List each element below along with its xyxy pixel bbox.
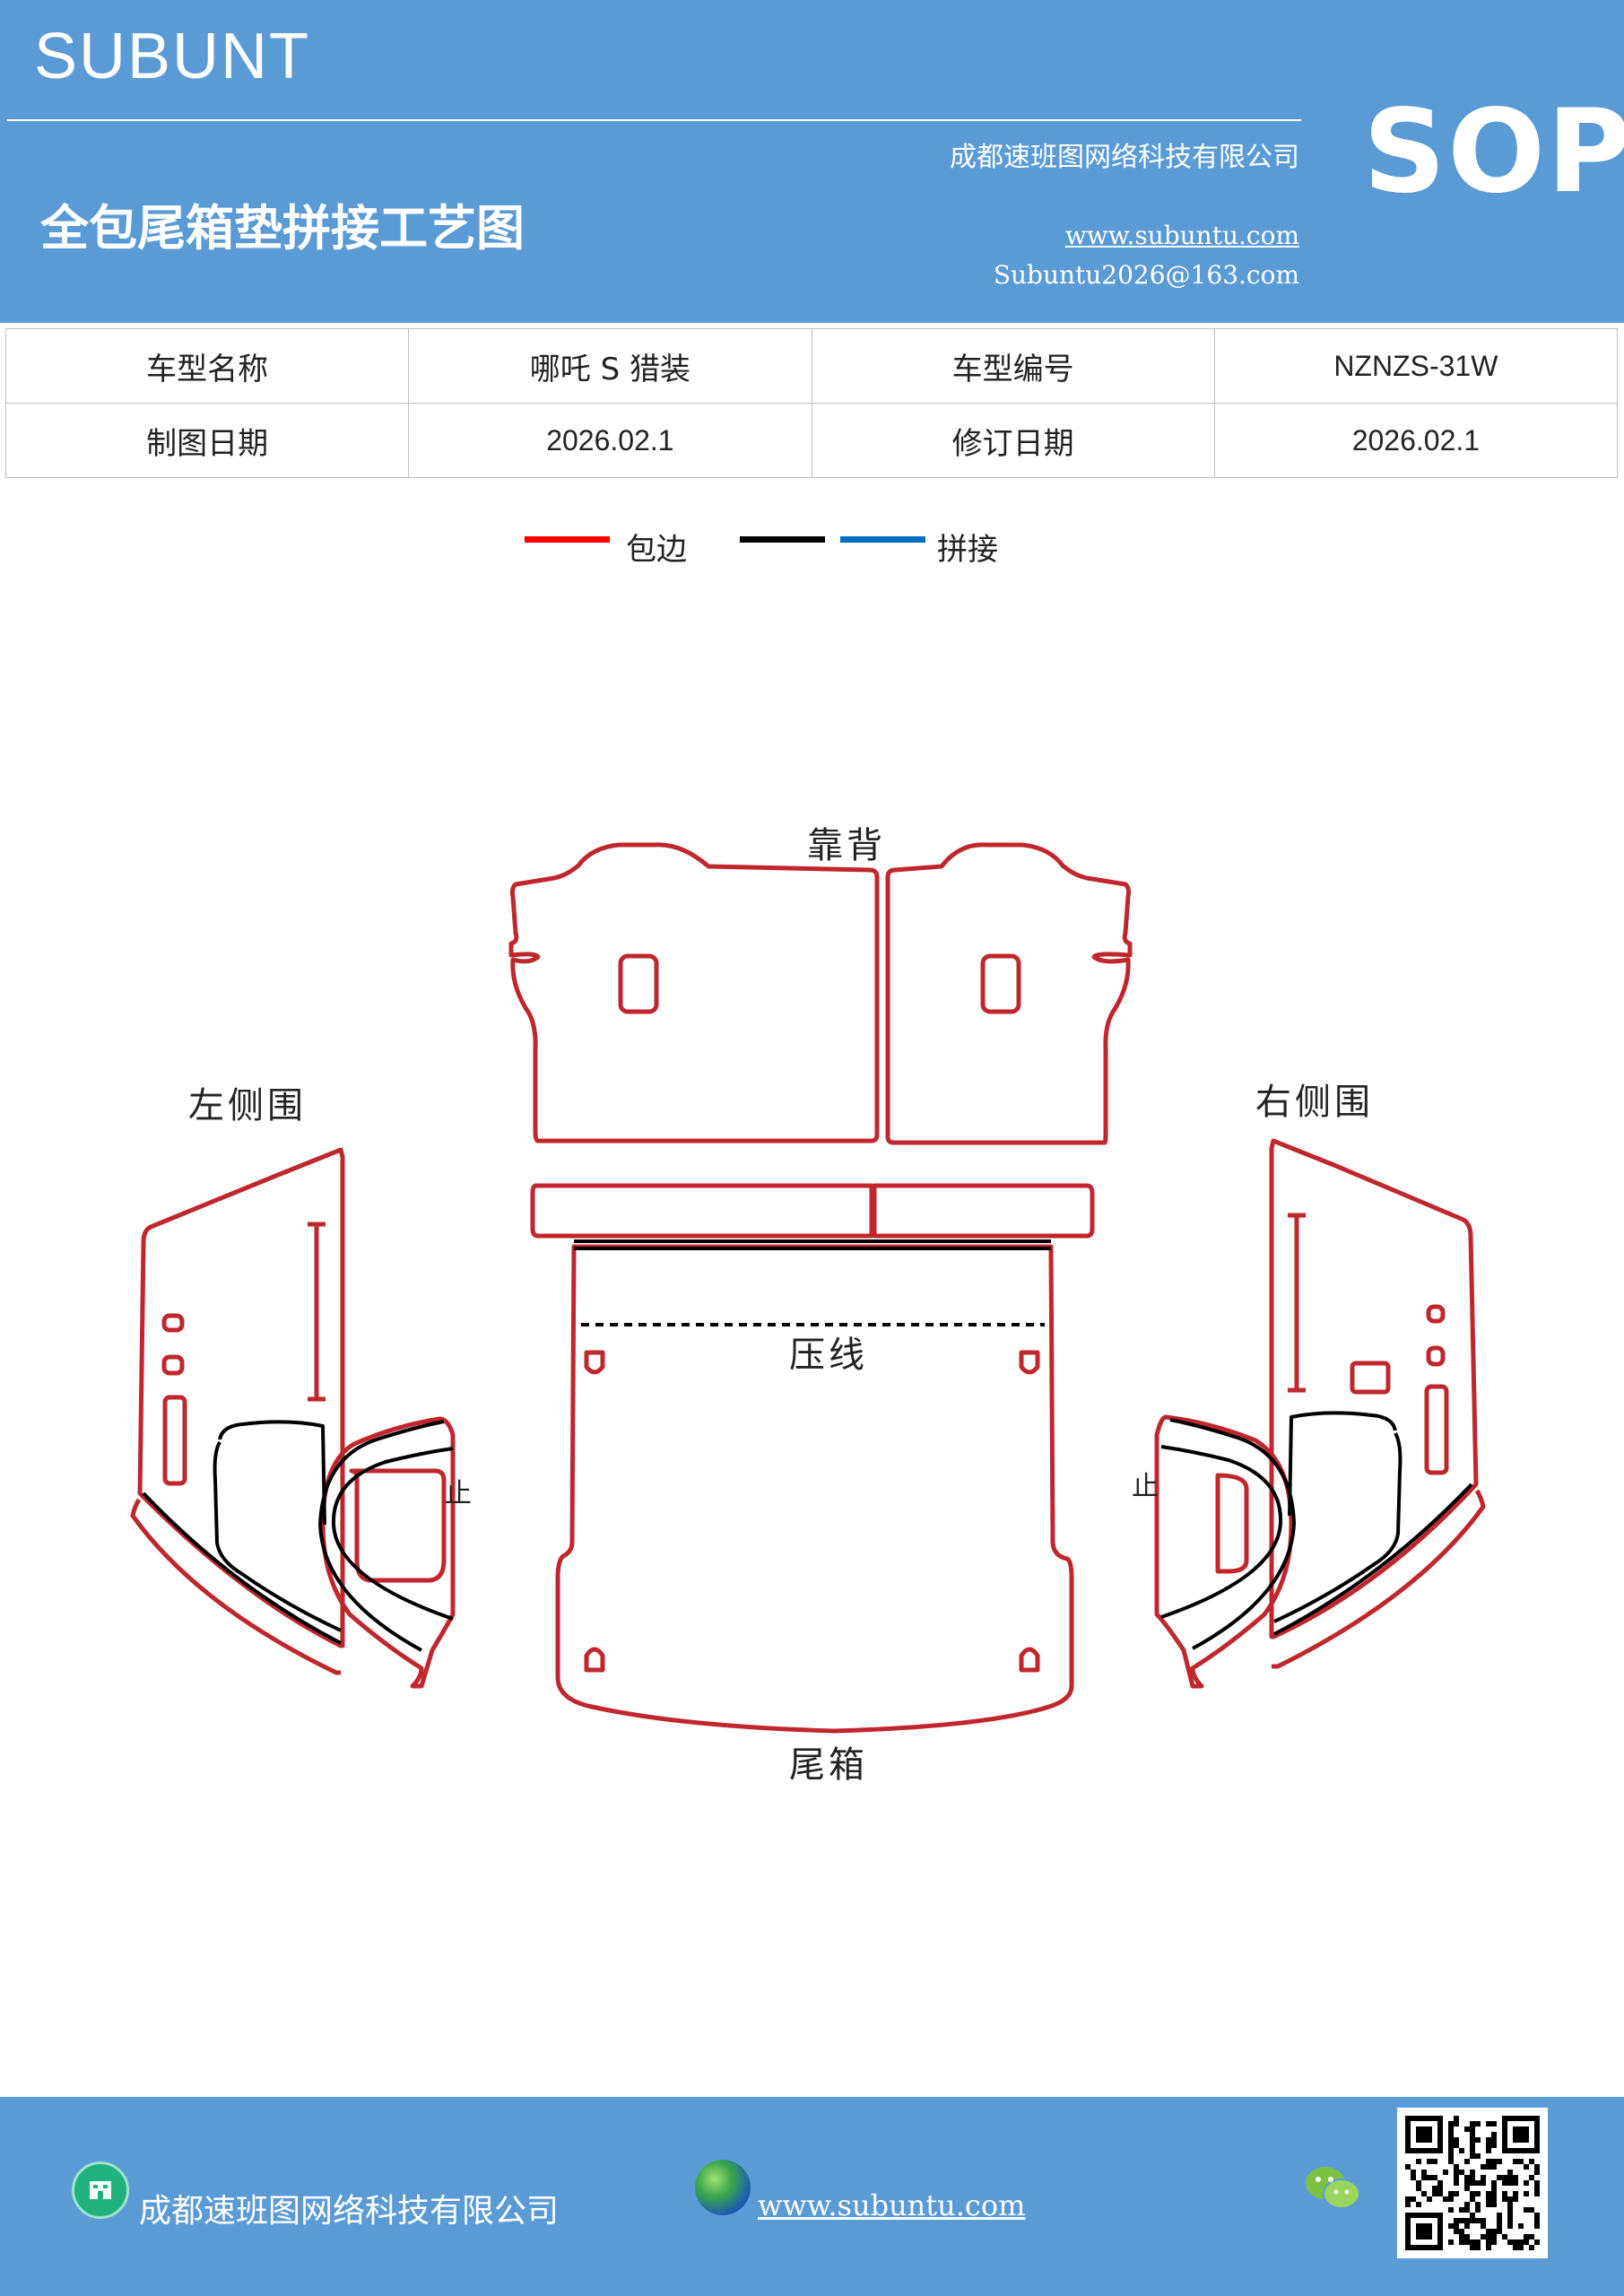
seam-strip-right [872, 1183, 1095, 1239]
wechat-icon[interactable] [1302, 2161, 1365, 2215]
table-row: 车型名称 哪吒 S 猎装 车型编号 NZNZS-31W [4, 328, 1619, 404]
table-cell: 哪吒 S 猎装 [408, 328, 812, 404]
right-side-hole-2 [1426, 1345, 1446, 1367]
right-side-rect [1350, 1361, 1391, 1395]
right-side-panel [1269, 1138, 1479, 1639]
backrest-label: 靠背 [807, 825, 886, 866]
table-cell: 制图日期 [4, 403, 410, 478]
table-cell: 车型编号 [811, 328, 1215, 404]
left-arch-seam-1 [218, 1420, 326, 1526]
right-arch-inner [1215, 1473, 1249, 1574]
legend-red-line [525, 536, 610, 543]
trunk-label: 尾箱 [789, 1744, 868, 1786]
left-arch-inner [349, 1468, 447, 1583]
brand-name: SUBUNT [34, 21, 311, 92]
table-cell: NZNZS-31W [1213, 328, 1619, 404]
table-cell: 车型名称 [4, 328, 410, 404]
right-side-label: 右侧围 [1255, 1082, 1374, 1123]
press-line-label: 压线 [789, 1335, 868, 1376]
legend-label-splice: 拼接 [937, 532, 998, 568]
qr-code[interactable] [1397, 2108, 1548, 2258]
left-side-ibar [308, 1222, 326, 1402]
header-banner: SUBUNT 成都速班图网络科技有限公司 全包尾箱垫拼接工艺图 www.subu… [0, 0, 1624, 323]
right-side-seam [1273, 1483, 1473, 1636]
backrest-right-panel [885, 842, 1133, 1145]
right-arch-outer-1 [1169, 1418, 1296, 1650]
floor-hole-4 [1019, 1647, 1040, 1673]
trunk-floor-panel [555, 1244, 1074, 1734]
left-side-strip [130, 1498, 341, 1675]
footer-company: 成都速班图网络科技有限公司 [139, 2193, 560, 2230]
header-email[interactable]: Subuntu2026@163.com [993, 260, 1299, 290]
table-row: 制图日期 2026.02.1 修订日期 2026.02.1 [4, 403, 1619, 478]
backrest-left-panel [508, 842, 880, 1144]
globe-icon [695, 2160, 751, 2215]
left-wheel-arch [320, 1416, 456, 1689]
left-stop-marker: 止 [445, 1478, 472, 1509]
left-side-slot [162, 1395, 187, 1486]
legend-black-line [740, 536, 825, 543]
footer-website-link[interactable]: www.subuntu.com [758, 2188, 1026, 2222]
header-company: 成都速班图网络科技有限公司 [950, 142, 1299, 173]
legend-blue-line [840, 536, 925, 543]
right-side-ibar [1288, 1213, 1306, 1393]
right-side-strip [1272, 1489, 1486, 1669]
building-icon [72, 2161, 129, 2219]
table-cell: 2026.02.1 [1213, 403, 1619, 478]
floor-hole-3 [584, 1647, 605, 1673]
vehicle-info-table: 车型名称 哪吒 S 猎装 车型编号 NZNZS-31W 制图日期 2026.02… [4, 328, 1619, 478]
floor-hole-2 [1019, 1350, 1040, 1375]
seam-strip-left [530, 1183, 874, 1239]
header-divider [7, 119, 1301, 121]
right-arch-seam-1 [1288, 1411, 1397, 1517]
table-cell: 2026.02.1 [408, 403, 812, 478]
backrest-right-cutout [980, 953, 1021, 1014]
left-side-seam [142, 1492, 342, 1645]
sop-badge: SOP [1363, 85, 1624, 219]
left-side-hole-1 [161, 1313, 185, 1333]
right-arch-seam-2 [1273, 1431, 1403, 1623]
right-side-slot [1424, 1384, 1449, 1475]
right-side-hole-1 [1426, 1304, 1446, 1324]
document-title: 全包尾箱垫拼接工艺图 [40, 199, 525, 257]
floor-hole-1 [584, 1350, 605, 1375]
right-arch-outer-2 [1160, 1445, 1283, 1619]
left-side-hole-2 [161, 1354, 185, 1376]
left-arch-seam-2 [213, 1440, 342, 1632]
left-arch-outer-2 [331, 1447, 454, 1621]
left-side-label: 左侧围 [188, 1085, 307, 1126]
table-cell: 修订日期 [811, 403, 1215, 478]
header-website-link[interactable]: www.subuntu.com [1064, 221, 1299, 250]
right-stop-marker: 止 [1132, 1471, 1159, 1502]
legend-label-edging: 包边 [626, 532, 687, 568]
backrest-left-cutout [618, 953, 659, 1014]
left-arch-outer-1 [318, 1420, 445, 1652]
right-wheel-arch [1154, 1414, 1294, 1689]
